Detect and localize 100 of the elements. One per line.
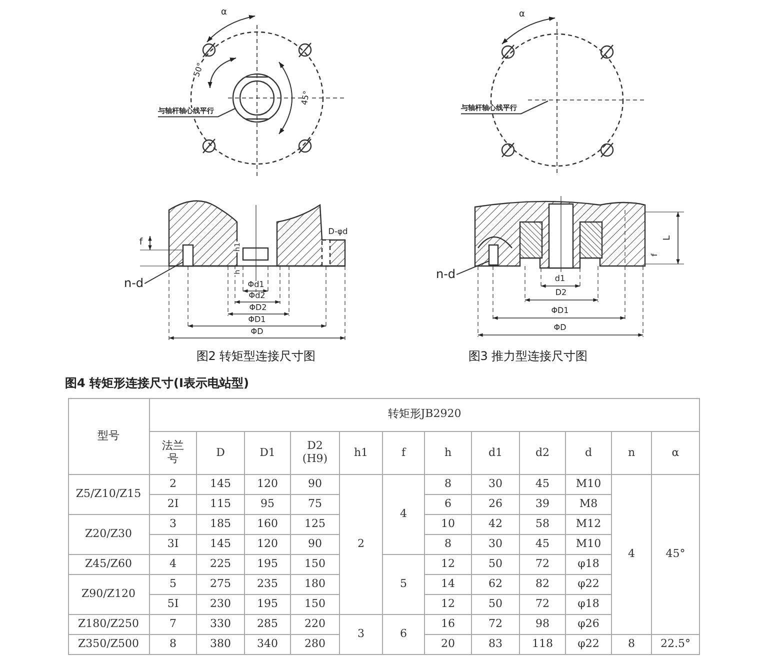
table-cell: 225 (197, 555, 245, 575)
table-cell: 20 (425, 635, 472, 655)
dimension-label: ΦD (250, 328, 264, 336)
table-cell: 145 (197, 475, 245, 495)
dimension-label: L (664, 234, 672, 242)
table-cell: 4 (150, 555, 197, 575)
shaft-ring (232, 73, 282, 123)
table-cell: 5 (150, 575, 197, 595)
table-cell: M10 (566, 475, 612, 495)
figure-caption: 图2 转矩型连接尺寸图 (195, 350, 317, 362)
table-cell: 4 (383, 475, 425, 555)
table-cell: 275 (197, 575, 245, 595)
table-cell: 8 (425, 535, 472, 555)
table-cell: 12 (425, 595, 472, 615)
header-cell: d2 (520, 432, 566, 475)
table-cell: 8 (612, 635, 652, 655)
table-cell: 4 (612, 475, 652, 635)
table-cell: 330 (197, 615, 245, 635)
table-cell: 185 (197, 515, 245, 535)
table-cell: 83 (472, 635, 520, 655)
table-cell: 5I (150, 595, 197, 615)
table-cell: φ18 (566, 555, 612, 575)
table-cell: 14 (425, 575, 472, 595)
table-cell: 220 (291, 615, 340, 635)
table-cell: 195 (245, 595, 291, 615)
table-cell: 12 (425, 555, 472, 575)
figure-caption: 图3 推力型连接尺寸图 (467, 350, 589, 362)
table-cell: 5 (383, 555, 425, 615)
table-cell: 340 (245, 635, 291, 655)
table-cell: φ18 (566, 595, 612, 615)
dimension-label: D2 (554, 289, 568, 297)
bolt (488, 244, 499, 266)
leader-label: n-d (436, 268, 456, 282)
table-cell: 235 (245, 575, 291, 595)
table-cell: 10 (425, 515, 472, 535)
table-cell: 6 (425, 495, 472, 515)
table-cell: 72 (472, 615, 520, 635)
header-cell: d1 (472, 432, 520, 475)
table-cell: 62 (472, 575, 520, 595)
table-cell: 98 (520, 615, 566, 635)
header-cell: 型号 (68, 398, 150, 475)
dimension-label: D-φd (327, 228, 349, 236)
header-cell: d (566, 432, 612, 475)
table-cell: 95 (245, 495, 291, 515)
leader-line (460, 100, 548, 114)
leader-line (158, 108, 236, 118)
table-cell: 30 (472, 475, 520, 495)
table-cell: M8 (566, 495, 612, 515)
header-cell: D2 (H9) (291, 432, 340, 475)
table-cell: 145 (197, 535, 245, 555)
table-cell: Z350/Z500 (68, 635, 150, 655)
angle-label: α (220, 8, 228, 18)
table-cell: 90 (291, 535, 340, 555)
table-cell: Z45/Z60 (68, 555, 150, 575)
header-cell: α (652, 432, 700, 475)
table-cell: 150 (291, 595, 340, 615)
table-cell: 125 (291, 515, 340, 535)
dimension-label: ΦD (552, 324, 568, 332)
table-cell: 2 (340, 475, 383, 615)
table-cell: 72 (520, 595, 566, 615)
leader-label: n-d (124, 277, 144, 290)
table-cell: 45 (520, 535, 566, 555)
table-cell: 45° (652, 475, 700, 635)
header-cell: h1 (340, 432, 383, 475)
dimension-label: ΦD2 (248, 304, 268, 312)
table-cell: Z5/Z10/Z15 (68, 475, 150, 515)
table-cell: 230 (197, 595, 245, 615)
table-cell: M10 (566, 535, 612, 555)
table-cell: Z180/Z250 (68, 615, 150, 635)
angle-label: α (518, 10, 526, 20)
angle-label: 45° (300, 89, 312, 107)
table-cell: 150 (291, 555, 340, 575)
dimension-label: ΦD1 (247, 316, 267, 324)
table-cell: 90 (291, 475, 340, 495)
table-cell: 3I (150, 535, 197, 555)
header-cell: n (612, 432, 652, 475)
table-cell: 2 (150, 475, 197, 495)
table-title: 图4 转矩形连接尺寸(I表示电站型) (64, 377, 250, 389)
table-cell: 180 (291, 575, 340, 595)
table-cell: 3 (150, 515, 197, 535)
table-cell: 380 (197, 635, 245, 655)
table-cell: 75 (291, 495, 340, 515)
header-cell: D1 (245, 432, 291, 475)
table-cell: Z20/Z30 (68, 515, 150, 555)
header-cell: D (197, 432, 245, 475)
table-cell: φ26 (566, 615, 612, 635)
table-cell: 8 (150, 635, 197, 655)
table-cell: 195 (245, 555, 291, 575)
table-cell: 45 (520, 475, 566, 495)
table-cell: φ22 (566, 635, 612, 655)
table-cell: 22.5° (652, 635, 700, 655)
table-cell: 58 (520, 515, 566, 535)
header-cell: 转矩形JB2920 (150, 398, 700, 432)
leader-line (144, 262, 184, 284)
dimension-label: Φd1 (246, 281, 266, 289)
leader-line (456, 260, 490, 276)
table-cell: 16 (425, 615, 472, 635)
dimension-label: ΦD1 (550, 307, 570, 315)
header-cell: 法兰号 (150, 432, 197, 475)
table-cell: 82 (520, 575, 566, 595)
